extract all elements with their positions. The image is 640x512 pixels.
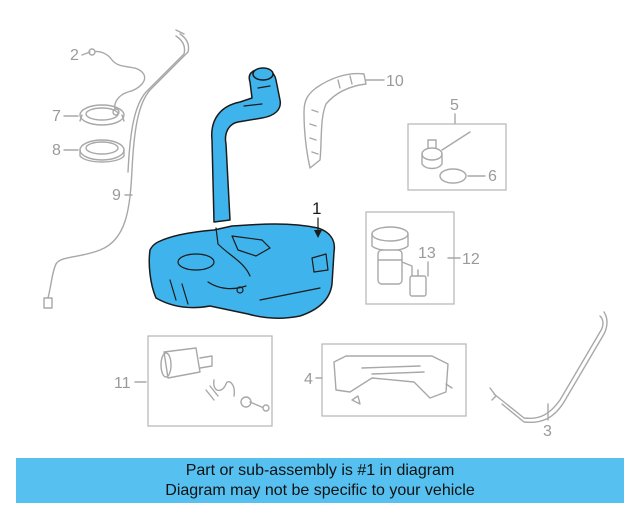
callout-1: 1 xyxy=(312,199,321,218)
callout-2: 2 xyxy=(70,47,79,64)
parts-diagram: 2 7 8 9 10 5 6 xyxy=(43,29,608,440)
callout-12: 12 xyxy=(462,251,480,268)
part-12-pump-module[interactable] xyxy=(371,226,413,285)
callout-1-arrow xyxy=(314,230,322,238)
part-6-o-ring[interactable] xyxy=(439,168,467,184)
callout-3: 3 xyxy=(543,423,552,440)
banner-line-1: Part or sub-assembly is #1 in diagram xyxy=(185,461,455,479)
callout-8: 8 xyxy=(52,142,61,159)
info-banner: Part or sub-assembly is #1 in diagram Di… xyxy=(16,458,624,503)
callout-5: 5 xyxy=(450,97,459,114)
part-11-fuel-filter[interactable] xyxy=(160,347,270,412)
part-8-seal-ring[interactable] xyxy=(79,139,125,163)
part-4-bracket[interactable] xyxy=(333,355,453,405)
banner-line-2: Diagram may not be specific to your vehi… xyxy=(165,481,475,499)
part-11-box xyxy=(147,335,273,427)
part-7-lock-ring[interactable] xyxy=(79,104,125,126)
part-5-box xyxy=(407,123,507,191)
callout-7: 7 xyxy=(52,108,61,125)
part-9-vent-line[interactable] xyxy=(43,29,190,309)
callout-4: 4 xyxy=(304,371,313,388)
callout-13: 13 xyxy=(418,245,436,262)
part-10-heat-shield[interactable] xyxy=(303,72,367,169)
callout-10: 10 xyxy=(386,73,404,90)
callout-6: 6 xyxy=(488,168,497,185)
part-4-box xyxy=(321,343,467,417)
part-1-fuel-tank[interactable] xyxy=(148,67,336,319)
part-13-pressure-sensor[interactable] xyxy=(409,269,427,297)
part-5-sender-unit[interactable] xyxy=(421,131,471,170)
part-3-tank-strap[interactable] xyxy=(489,311,608,424)
callout-9: 9 xyxy=(112,187,121,204)
callout-11: 11 xyxy=(114,375,131,392)
